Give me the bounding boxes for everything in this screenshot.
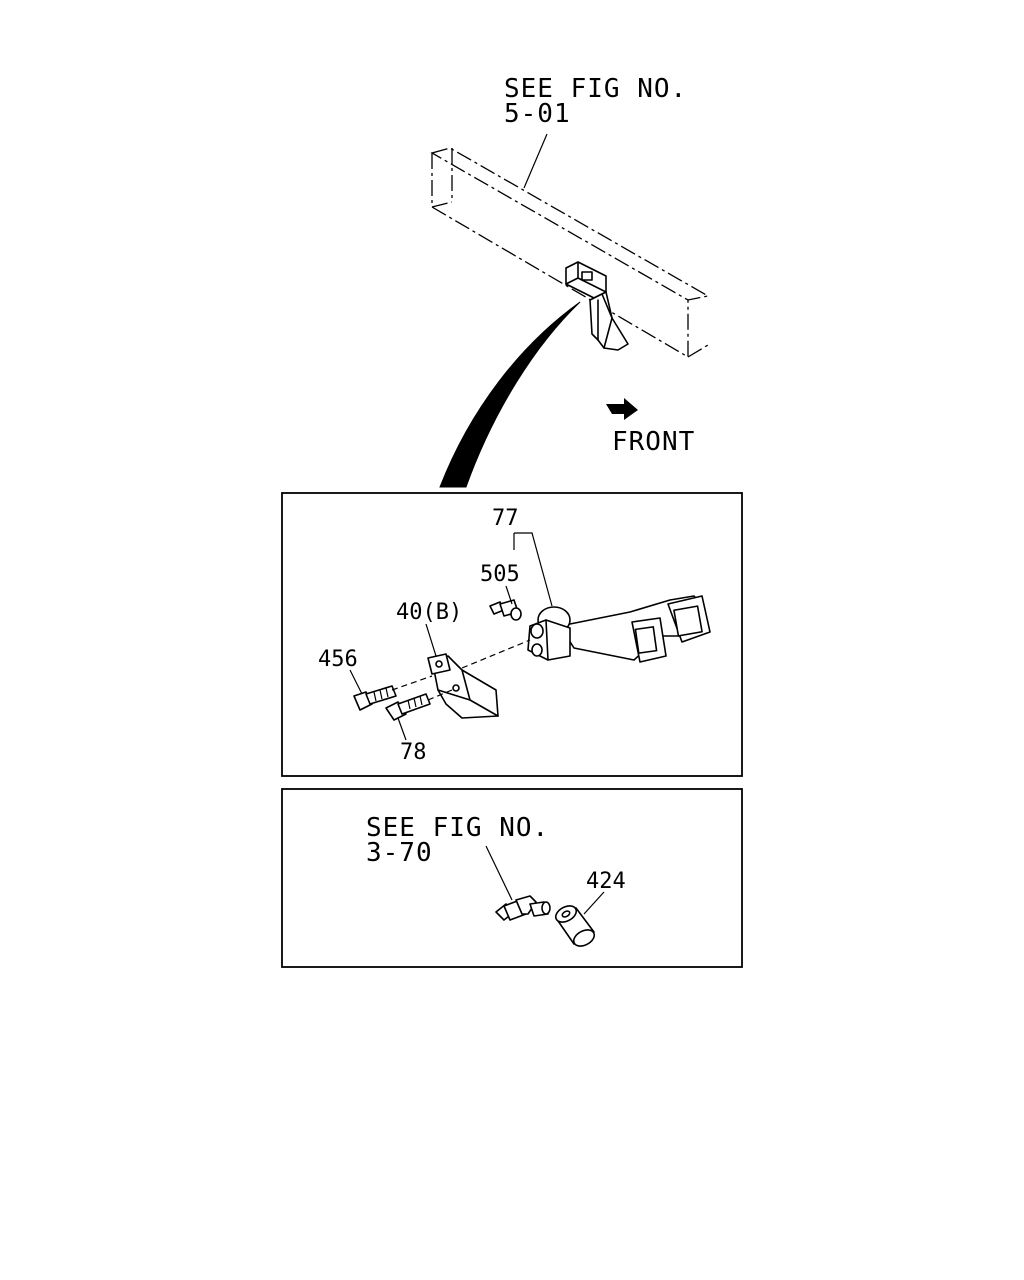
lower-ref-line1: SEE FIG NO. xyxy=(366,813,549,843)
hanger-arm xyxy=(527,595,711,663)
detail-leader xyxy=(439,301,581,488)
lower-parts xyxy=(485,845,605,947)
callout-78: 78 xyxy=(400,740,427,765)
detail-parts xyxy=(353,595,711,721)
callout-424: 424 xyxy=(586,869,626,894)
callout-505: 505 xyxy=(480,562,520,587)
elbow-fitting xyxy=(495,895,551,921)
callout-40b: 40(B) xyxy=(396,600,462,625)
grease-fitting xyxy=(489,599,522,621)
callout-456: 456 xyxy=(318,647,358,672)
bushing-424 xyxy=(554,905,596,947)
overview-ref-line2: 5-01 xyxy=(504,99,571,129)
mount-bracket xyxy=(427,653,499,719)
callout-77: 77 xyxy=(492,506,519,531)
hanger-bracket-overview xyxy=(565,261,629,351)
bolt-78 xyxy=(385,693,431,721)
frame-rail-overview xyxy=(430,133,710,488)
overview-ref-line1: SEE FIG NO. xyxy=(504,74,687,104)
detail-leaders xyxy=(349,532,553,741)
front-direction-label: FRONT xyxy=(612,427,695,457)
lower-ref-line2: 3-70 xyxy=(366,838,433,868)
lower-panel xyxy=(281,788,743,968)
arrow-right-icon xyxy=(606,398,638,420)
detail-panel xyxy=(281,492,743,777)
